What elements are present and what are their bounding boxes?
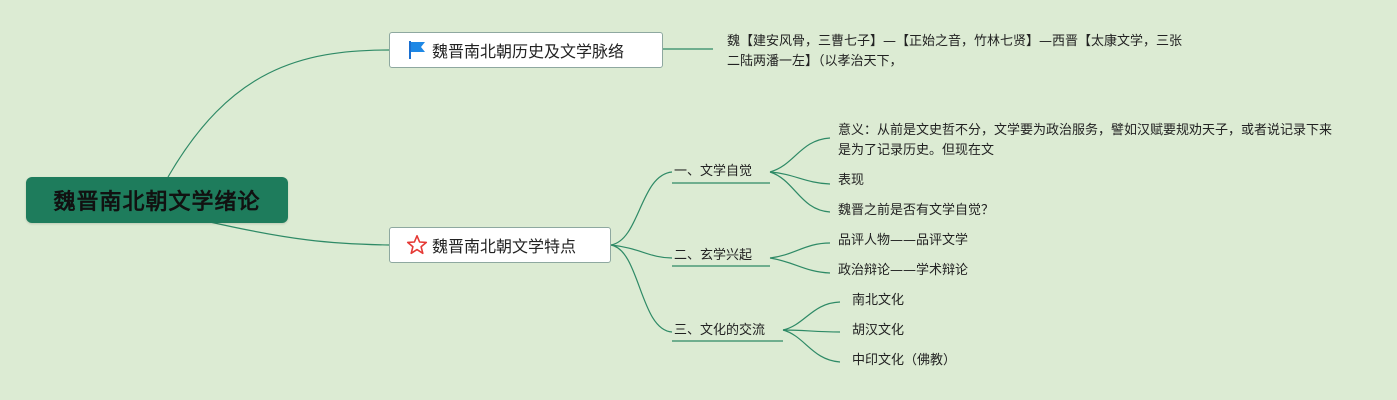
link-topic2-branch3	[610, 244, 673, 333]
link-topic2-branch1	[610, 171, 673, 246]
branch-metaphysics[interactable]: 二、玄学兴起	[674, 248, 753, 263]
blue-flag-icon	[406, 39, 428, 61]
subtopic-sino-indian[interactable]: 中印文化（佛教）	[852, 353, 957, 368]
root-topic[interactable]: 魏晋南北朝文学绪论	[26, 177, 288, 223]
link-b2-c1	[769, 242, 831, 259]
history-note-line1: 魏【建安风骨，三曹七子】—【正始之音，竹林七贤】—西晋【太康文学，三张	[727, 34, 1183, 49]
subtopic-manifestation[interactable]: 表现	[838, 173, 865, 188]
subtopic-hu-han[interactable]: 胡汉文化	[852, 323, 905, 338]
link-b3-c3	[782, 329, 841, 363]
link-b3-c1	[782, 301, 841, 331]
branch-cultural-exchange[interactable]: 三、文化的交流	[674, 323, 766, 338]
subtopic-character-review[interactable]: 品评人物——品评文学	[838, 233, 969, 248]
history-note-line2: 二陆两潘一左】（以孝治天下，	[727, 54, 903, 69]
subtopic-north-south[interactable]: 南北文化	[852, 293, 905, 308]
link-b1-c2	[769, 171, 831, 185]
subtopic-significance[interactable]: 意义：从前是文史哲不分，文学要为政治服务，譬如汉赋要规劝天子，或者说记录下来是为…	[838, 123, 1333, 158]
topic-history[interactable]: 魏晋南北朝历史及文学脉络	[389, 32, 663, 68]
link-b2-c2	[769, 257, 831, 274]
subtopic-political-debate[interactable]: 政治辩论——学术辩论	[838, 263, 969, 278]
subtopic-before-wei-jin[interactable]: 魏晋之前是否有文学自觉？	[838, 203, 995, 218]
link-root-topic2	[209, 221, 390, 246]
topic-history-title: 魏晋南北朝历史及文学脉络	[432, 42, 625, 61]
root-title: 魏晋南北朝文学绪论	[53, 190, 261, 215]
topic-features[interactable]: 魏晋南北朝文学特点	[389, 227, 611, 263]
topic-features-title: 魏晋南北朝文学特点	[432, 237, 577, 256]
link-b1-c1	[769, 137, 831, 173]
branch-literary-awareness[interactable]: 一、文学自觉	[674, 164, 753, 179]
history-note[interactable]: 魏【建安风骨，三曹七子】—【正始之音，竹林七贤】—西晋【太康文学，三张 二陆两潘…	[727, 32, 1182, 72]
link-b1-c3	[769, 171, 831, 213]
link-topic2-branch2	[610, 244, 673, 259]
link-root-topic1	[167, 49, 390, 178]
link-b3-c2	[782, 329, 841, 333]
red-star-icon	[406, 234, 428, 256]
